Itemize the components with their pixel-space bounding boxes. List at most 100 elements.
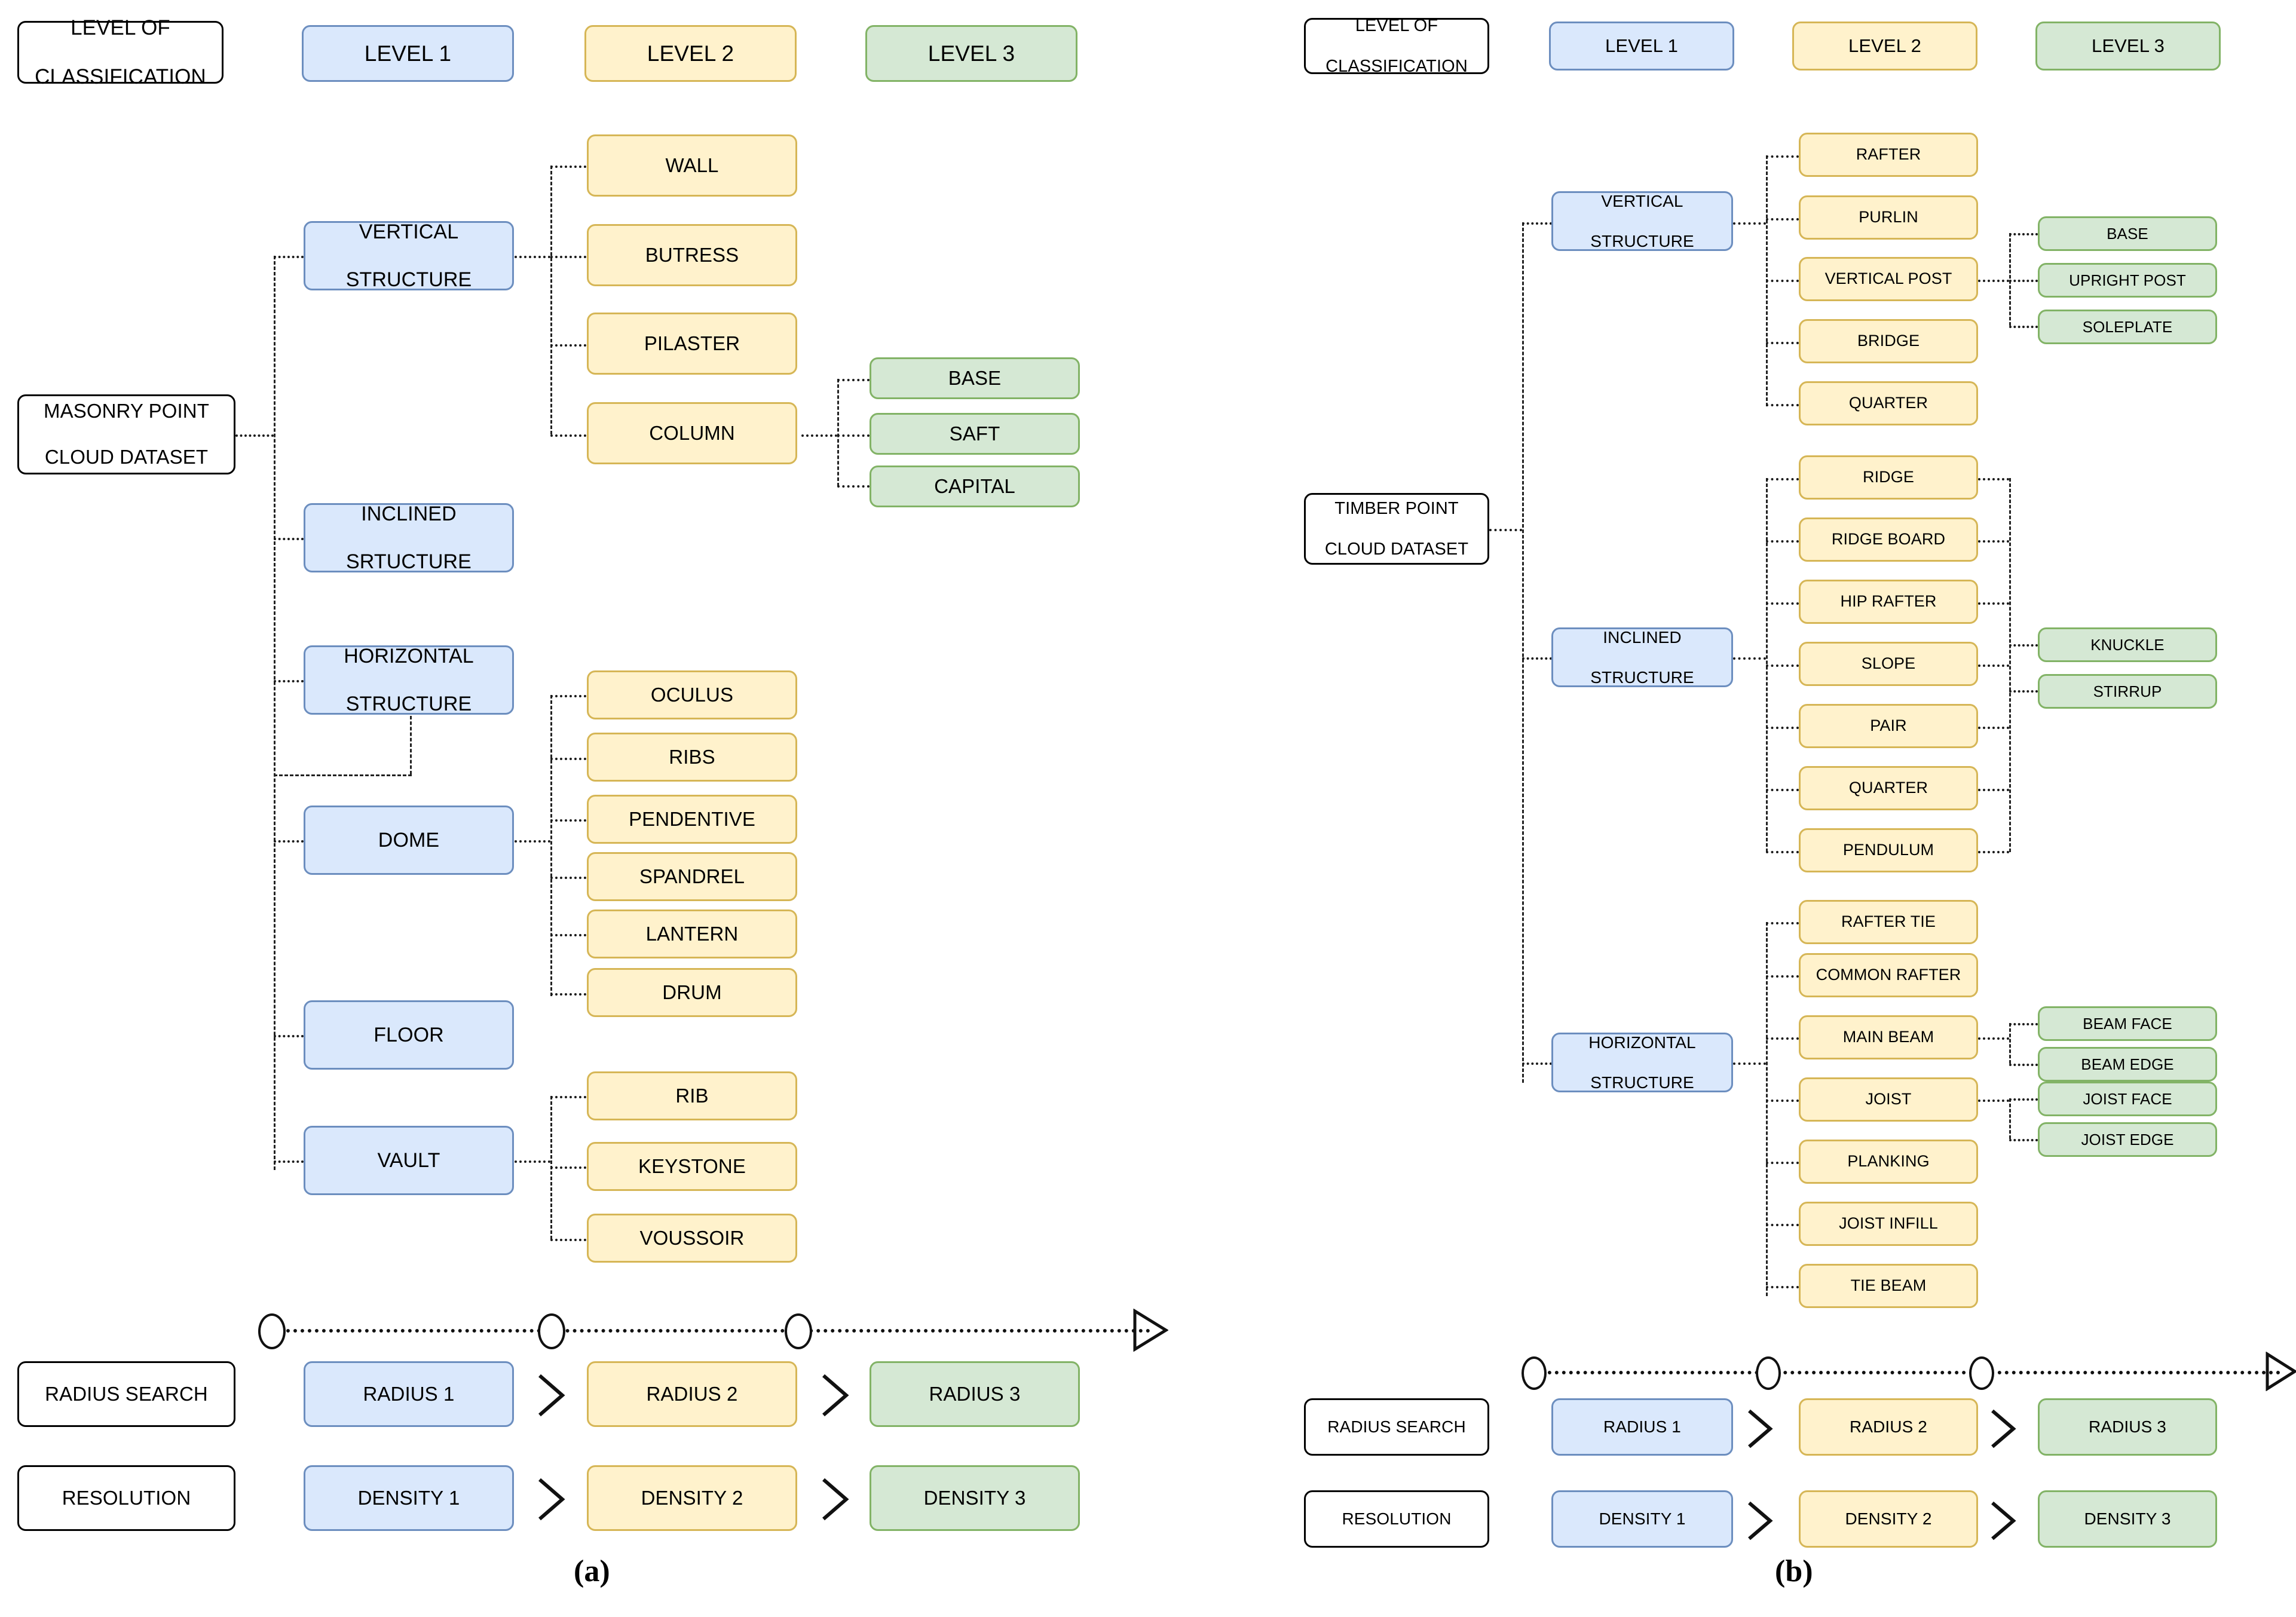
panel-a-resolution-label: RESOLUTION [17,1465,235,1531]
panel-b-level3-stirrup: STIRRUP [2038,674,2217,709]
panel-a-level1-floor: FLOOR [304,1000,514,1070]
panel-b-level2-rafter-tie: RAFTER TIE [1799,900,1978,944]
panel-b-level3-base: BASE [2038,216,2217,251]
connector-b-hs-joistinfill [1766,1224,1799,1226]
panel-a-level3-capital: CAPITAL [870,466,1080,507]
panel-a-level2-oculus: OCULUS [587,670,797,719]
header-class-line2: CLASSIFICATION [35,65,206,89]
connector-b-vs-out [1733,222,1766,225]
connector-a-column-capital [837,485,870,488]
panel-b-timeline-line [1533,1371,2280,1374]
connector-a-dome-lantern [550,934,586,936]
connector-b-hs-joist [1766,1100,1799,1102]
connector-b-bus-knuckle [2009,644,2038,647]
panel-b-level2-joist: JOIST [1799,1077,1978,1122]
panel-b-level2-joist-infill: JOIST INFILL [1799,1202,1978,1246]
panel-b-density-2: DENSITY 2 [1799,1490,1978,1548]
connector-b-hs-bus [1766,922,1768,1296]
connector-b-hs-commonrafter [1766,975,1799,978]
connector-b-hs-planking [1766,1162,1799,1164]
connector-a-horiz-stub-v [410,716,412,774]
connector-b-joist-out [1978,1100,2009,1102]
panel-a-level3-base: BASE [870,357,1080,399]
connector-b-mainbeam-beamface [2009,1023,2038,1025]
connector-a-trunk-vault [274,1160,304,1163]
panel-b-timeline-node-1[interactable] [1522,1356,1547,1390]
connector-b-mainbeam-out [1978,1037,2009,1040]
connector-b-ridgeboard-to-bus [1978,540,2009,543]
connector-b-vs-vpost [1766,280,1799,282]
panel-b-level3-soleplate: SOLEPLATE [2038,310,2217,344]
panel-a-level1-dome: DOME [304,806,514,875]
connector-b-is-pair [1766,727,1799,729]
connector-b-root-out [1489,529,1522,531]
connector-b-mainbeam-bus [2009,1023,2011,1064]
panel-b-density-chevron-1-icon [1748,1501,1773,1541]
connector-b-is-hiprafter [1766,602,1799,605]
panel-b-resolution-label: RESOLUTION [1304,1490,1489,1548]
panel-a-density-3: DENSITY 3 [870,1465,1080,1531]
panel-a-radius-search-label: RADIUS SEARCH [17,1361,235,1427]
connector-a-trunk-horizontal [274,680,304,682]
panel-b-timeline-arrow-icon [2266,1352,2296,1391]
connector-a-dome-out [515,840,550,843]
panel-b-timeline-node-2[interactable] [1756,1356,1781,1390]
panel-a-level2-voussoir: VOUSSOIR [587,1214,797,1263]
panel-a-density-chevron-2-icon [822,1478,849,1521]
panel-b-level2-ridge: RIDGE [1799,455,1978,500]
panel-b-level2-bridge: BRIDGE [1799,319,1978,363]
panel-a-timeline-arrow-icon [1133,1309,1168,1352]
connector-b-hs-raftertie [1766,922,1799,924]
panel-b-caption: (b) [1775,1554,1813,1588]
panel-b-level3-beam-edge: BEAM EDGE [2038,1047,2217,1082]
panel-b-radius-search-label: RADIUS SEARCH [1304,1398,1489,1456]
connector-b-is-quarter [1766,789,1799,791]
panel-b-level2-planking: PLANKING [1799,1140,1978,1184]
panel-b-radius-3: RADIUS 3 [2038,1398,2217,1456]
panel-a-header-classification: LEVEL OF CLASSIFICATION [17,16,224,88]
panel-b-header-classification: LEVEL OF CLASSIFICATION [1304,16,1489,76]
connector-b-slope-bus [2009,478,2011,852]
connector-a-vs-butress [550,256,586,258]
panel-b-level3-knuckle: KNUCKLE [2038,627,2217,662]
connector-b-trunk-inclined [1522,657,1552,660]
connector-b-is-ridge [1766,478,1799,480]
panel-b-header-level1: LEVEL 1 [1549,22,1734,71]
connector-a-dome-drum [550,993,586,996]
connector-a-trunk-dome [274,840,304,843]
connector-b-quarter-to-bus [1978,789,2009,791]
connector-a-vs-bus [550,166,552,434]
panel-a-density-1: DENSITY 1 [304,1465,514,1531]
connector-a-column-base [837,379,870,381]
connector-b-vs-purlin [1766,218,1799,220]
panel-a-level2-ribs: RIBS [587,733,797,782]
panel-a-level2-rib: RIB [587,1071,797,1120]
connector-b-hs-tiebeam [1766,1286,1799,1288]
connector-a-vault-out [515,1160,550,1163]
panel-b-level2-purlin: PURLIN [1799,195,1978,240]
panel-b-header-level2: LEVEL 2 [1792,22,1977,71]
panel-a-radius-chevron-2-icon [822,1374,849,1417]
panel-a-header-level3: LEVEL 3 [865,25,1077,82]
panel-a-level2-wall: WALL [587,134,797,197]
connector-a-vs-out [515,256,550,258]
panel-b-level2-common-rafter: COMMON RAFTER [1799,953,1978,997]
connector-a-dome-pendentive [550,819,586,822]
panel-a-density-chevron-1-icon [538,1478,565,1521]
panel-b-level2-quarter-v: QUARTER [1799,381,1978,425]
panel-a-header-level2: LEVEL 2 [584,25,797,82]
panel-a-timeline-node-3[interactable] [785,1313,812,1349]
panel-b-level3-upright-post: UPRIGHT POST [2038,263,2217,298]
connector-b-joist-joistedge [2009,1139,2038,1141]
connector-a-trunk [274,256,275,1170]
panel-b-timeline-node-3[interactable] [1969,1356,1994,1390]
panel-a-radius-3: RADIUS 3 [870,1361,1080,1427]
connector-a-root-out [235,434,274,437]
panel-a-timeline-node-1[interactable] [258,1313,286,1349]
panel-b-density-chevron-2-icon [1991,1501,2016,1541]
panel-b-level3-joist-edge: JOIST EDGE [2038,1122,2217,1157]
panel-a-timeline-node-2[interactable] [538,1313,565,1349]
